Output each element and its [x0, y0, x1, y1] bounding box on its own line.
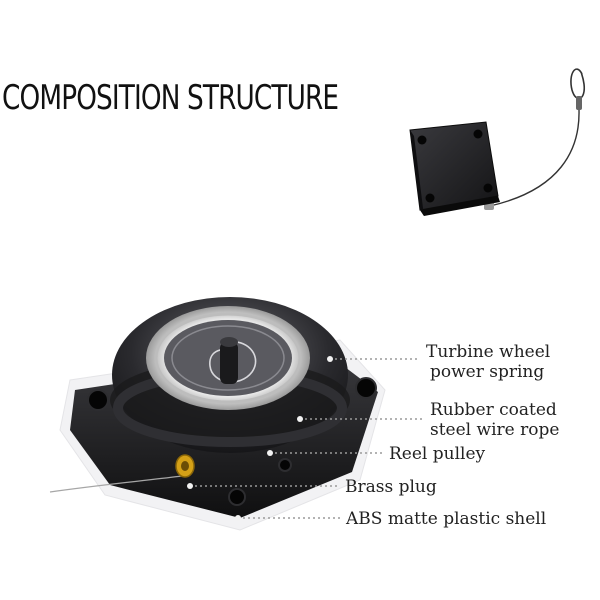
closed-device-body [409, 121, 499, 211]
label-rubber-coated-wire: Rubber coated steel wire rope [430, 400, 560, 440]
corner-hole [228, 488, 246, 506]
label-brass-plug: Brass plug [345, 477, 437, 497]
label-turbine-wheel: Turbine wheel power spring [426, 342, 551, 382]
screw-hole [483, 183, 493, 193]
label-reel-pulley: Reel pulley [389, 444, 486, 464]
lanyard-cable [489, 109, 580, 207]
closed-device-illustration [409, 68, 586, 216]
center-hub [220, 342, 238, 384]
open-device-illustration [49, 297, 386, 531]
corner-hole [87, 389, 109, 411]
lanyard-loop [570, 68, 586, 100]
screw-hole [473, 129, 483, 139]
screw-hole [417, 135, 427, 145]
corner-hole [278, 458, 292, 472]
page-title: COMPOSITION STRUCTURE [2, 78, 339, 118]
screw-hole [425, 193, 435, 203]
lanyard-crimp [576, 96, 582, 110]
steel-wire-rope [49, 475, 183, 493]
label-abs-shell: ABS matte plastic shell [346, 509, 547, 529]
corner-hole [355, 377, 377, 399]
